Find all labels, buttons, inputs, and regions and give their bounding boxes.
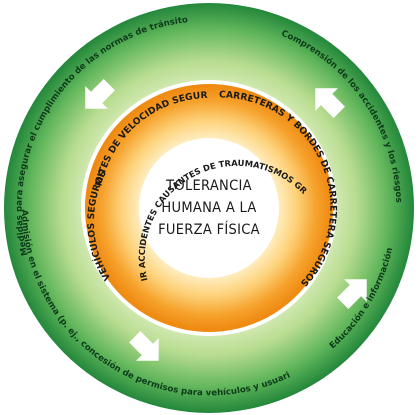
- arrow-lower-left-icon: [129, 331, 159, 361]
- arrow-lower-right-icon: [337, 279, 367, 309]
- center-line-1: TOLERANCIA: [165, 178, 252, 194]
- arrow-upper-right-icon: [315, 88, 345, 118]
- arrow-upper-left-icon: [85, 79, 115, 109]
- center-circle: [139, 138, 279, 278]
- center-line-3: FUERZA FÍSICA: [158, 221, 260, 238]
- center-line-2: HUMANA A LA: [161, 200, 256, 216]
